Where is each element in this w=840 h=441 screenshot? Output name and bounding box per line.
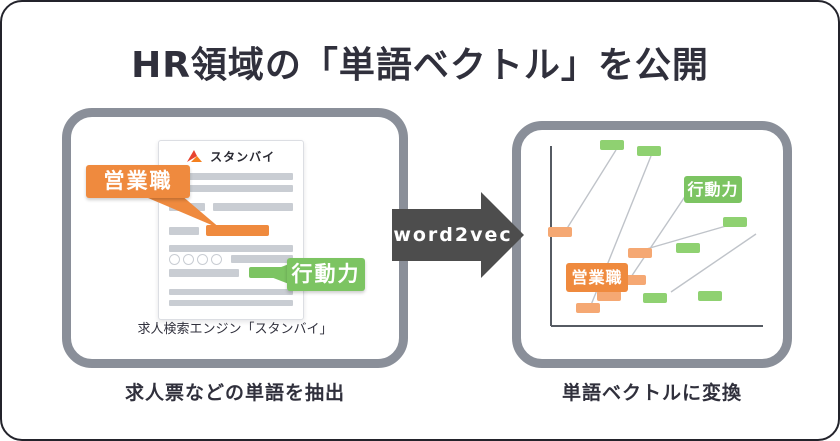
- arrow-body: [392, 209, 481, 261]
- doc-text-line: [231, 255, 293, 263]
- word-token-green: [637, 146, 661, 156]
- left-panel-caption: 求人票などの単語を抽出: [124, 382, 345, 404]
- doc-text-line: [169, 203, 205, 211]
- sales-word-tag: 営業職: [86, 165, 190, 198]
- doc-circle: [183, 254, 194, 265]
- word-token-orange: [576, 303, 600, 313]
- vector-plot: [548, 140, 763, 327]
- stanby-logo-icon: [186, 150, 202, 162]
- doc-circle: [197, 254, 208, 265]
- word-token-green: [643, 293, 667, 303]
- doc-text-line: [169, 269, 239, 277]
- extraction-panel: スタンバイ 営業職 行動力 求人検索エンジン「スタンバイ」: [62, 108, 408, 368]
- vector-panel: 行動力 営業職: [512, 121, 792, 368]
- doc-text-line: [169, 289, 293, 295]
- word-token-green: [723, 217, 747, 227]
- action-word-tag: 行動力: [287, 258, 365, 291]
- document-caption: 求人検索エンジン「スタンバイ」: [137, 322, 333, 337]
- vector-link-line: [565, 149, 617, 231]
- vector-link-line: [642, 223, 734, 251]
- word-token-green: [600, 140, 624, 150]
- vector-link-line: [628, 191, 689, 281]
- word2vec-arrow: word2vec: [392, 192, 526, 278]
- doc-text-line: [169, 245, 293, 252]
- word-token-green: [676, 243, 700, 253]
- word-token-green: [698, 291, 722, 301]
- word2vec-label: word2vec: [393, 224, 513, 246]
- word-token-orange: [628, 248, 652, 258]
- stanby-logo: スタンバイ: [159, 148, 303, 165]
- doc-text-line: [169, 227, 199, 235]
- right-panel-caption: 単語ベクトルに変換: [561, 382, 742, 404]
- word-token-orange: [548, 227, 572, 237]
- doc-circle: [211, 254, 222, 265]
- word-token-orange: [597, 291, 621, 301]
- plot-action-label: 行動力: [684, 176, 742, 203]
- doc-text-line: [169, 185, 293, 192]
- arrow-head-icon: [481, 192, 524, 278]
- highlighted-word-action: [249, 267, 283, 278]
- page-title: HR領域の「単語ベクトル」を公開: [131, 45, 709, 86]
- word-token-orange: [622, 275, 646, 285]
- stanby-logo-text: スタンバイ: [210, 150, 276, 164]
- vector-link-line: [670, 233, 757, 293]
- doc-text-line: [169, 300, 293, 306]
- doc-text-line: [213, 203, 293, 211]
- highlighted-word-sales: [206, 225, 269, 236]
- doc-circle: [169, 254, 180, 265]
- plot-sales-label: 営業職: [566, 263, 628, 292]
- doc-text-line: [169, 173, 293, 180]
